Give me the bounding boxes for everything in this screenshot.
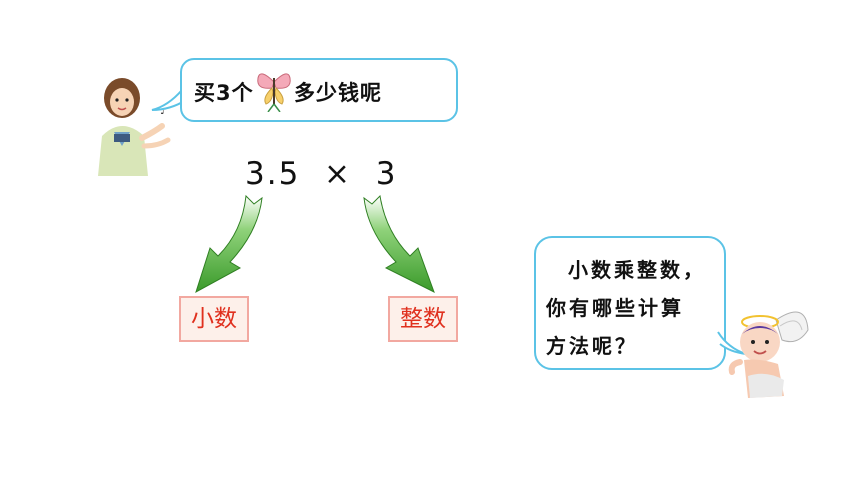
top-bubble-tail xyxy=(151,89,187,111)
right-bubble-line-1: 小数乘整数， xyxy=(568,258,706,282)
butterfly-icon xyxy=(257,73,291,112)
top-speech-bubble: 买3个 多少钱呢 xyxy=(180,58,458,122)
top-bubble-text-after: 多少钱呢 xyxy=(294,81,382,105)
label-decimal: 小数 xyxy=(179,296,249,342)
right-speech-bubble: 小数乘整数， 你有哪些计算 方法呢？ xyxy=(534,236,726,370)
right-bubble-line-2: 你有哪些计算 xyxy=(546,296,684,320)
math-expression: 3.5 × 3 xyxy=(245,156,398,192)
girl-illustration: ♪ xyxy=(98,78,171,176)
angel-illustration xyxy=(728,311,809,398)
top-bubble-text-before: 买3个 xyxy=(194,81,254,105)
arrow-left-icon xyxy=(195,194,263,294)
label-integer: 整数 xyxy=(388,296,458,342)
arrow-right-icon xyxy=(363,194,435,294)
svg-text:♪: ♪ xyxy=(160,106,166,117)
right-bubble-line-3: 方法呢？ xyxy=(546,334,638,358)
